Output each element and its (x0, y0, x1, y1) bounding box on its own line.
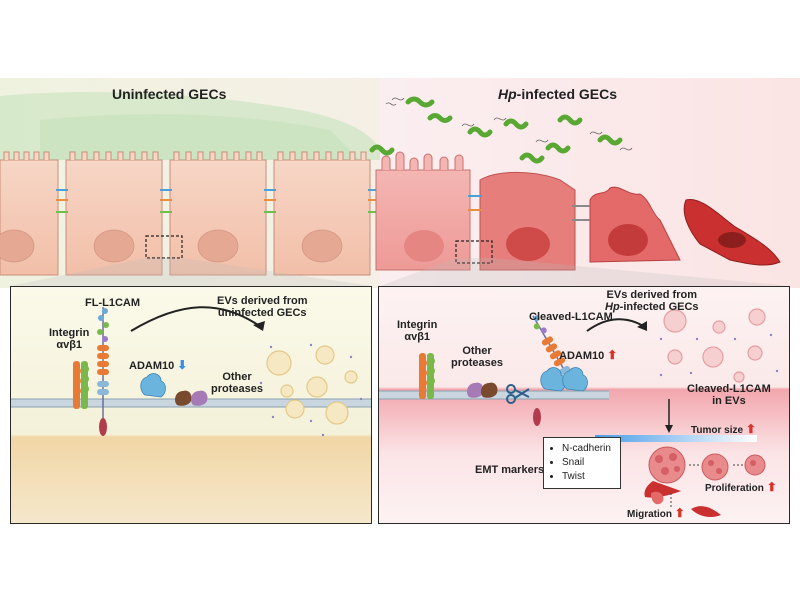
infected-title-hp: Hp (498, 86, 517, 102)
other-proteases-label-right: Other proteases (451, 345, 503, 369)
integrin-label: Integrin αvβ1 (49, 327, 89, 351)
scissors-icon (506, 384, 530, 404)
evs-right-line2: Hp-infected GECs (605, 301, 699, 313)
cleaved-in-evs-label: Cleaved-L1CAM in EVs (687, 383, 771, 407)
adam10-protein (140, 373, 166, 398)
emt-marker-item: Twist (562, 470, 616, 484)
ev-vesicles (266, 345, 358, 425)
evs-right-rest: -infected GECs (619, 301, 699, 313)
adam10-label-right: ADAM10 ⬆ (559, 349, 617, 362)
emt-marker-item: Snail (562, 456, 616, 470)
tumor-size-label: Tumor size ⬆ (691, 423, 756, 437)
infected-epithelium (375, 151, 781, 271)
cleaved-l1cam-protein (532, 315, 571, 379)
other-proteases-line1: Other (222, 371, 252, 383)
up-arrow-icon: ⬆ (607, 348, 618, 362)
integrin-label-line1: Integrin (49, 327, 90, 339)
adam10-text: ADAM10 (129, 360, 175, 372)
other-proteases-proteins-right (467, 382, 498, 398)
cleaved-l1cam-label: Cleaved-L1CAM (529, 311, 613, 323)
uninfected-epithelium (0, 151, 380, 276)
adam10-label: ADAM10 ⬇ (129, 359, 187, 372)
evs-right-hp: Hp (605, 301, 620, 313)
proliferation-label: Proliferation ⬆ (705, 481, 777, 495)
emt-marker-item: N-cadherin (562, 442, 616, 456)
other-proteases-proteins (175, 390, 208, 406)
other-proteases-right-line2: proteases (451, 357, 503, 369)
evs-label-line2: uninfected GECs (217, 307, 307, 319)
infected-title: Hp-infected GECs (498, 86, 617, 102)
other-proteases-line2: proteases (211, 383, 263, 395)
evs-label-line1: EVs derived from (217, 295, 308, 307)
evs-label-right: EVs derived from Hp-infected GECs (605, 289, 699, 313)
other-proteases-right-line1: Other (462, 345, 492, 357)
adam10-protein-right (540, 367, 588, 392)
down-arrow-icon: ⬇ (177, 358, 188, 372)
proliferation-text: Proliferation (705, 483, 764, 494)
up-arrow-icon: ⬆ (674, 506, 685, 520)
bacteria-cluster (369, 96, 633, 164)
right-detail-panel: Cleaved-L1CAM Integrin αvβ1 Other protea… (378, 286, 790, 524)
up-arrow-icon: ⬆ (766, 480, 777, 494)
migration-text: Migration (627, 509, 672, 520)
cleaved-in-evs-line2: in EVs (712, 395, 746, 407)
tumor-spheres (648, 446, 766, 484)
evs-label: EVs derived from uninfected GECs (217, 295, 307, 319)
integrin-protein (73, 361, 89, 409)
other-proteases-label: Other proteases (211, 371, 263, 395)
left-detail-panel: FL-L1CAM Integrin αvβ1 ADAM10 ⬇ Other pr… (10, 286, 372, 524)
tumor-size-text: Tumor size (691, 425, 744, 436)
integrin-right-line2: αvβ1 (404, 331, 431, 343)
left-panel-art (11, 287, 371, 523)
infected-title-rest: -infected GECs (516, 86, 618, 102)
integrin-right-line1: Integrin (397, 319, 438, 331)
up-arrow-icon: ⬆ (745, 422, 756, 436)
migration-label: Migration ⬆ (627, 507, 685, 521)
integrin-protein-right (419, 353, 435, 399)
ev-vesicles-right (663, 308, 766, 383)
emt-markers-text: EMT markers (475, 464, 545, 476)
fl-l1cam-protein (97, 307, 109, 436)
integrin-label-line2: αvβ1 (56, 339, 83, 351)
emt-marker-list: N-cadherin Snail Twist (543, 437, 621, 489)
cleaved-in-evs-line1: Cleaved-L1CAM (687, 383, 771, 395)
evs-right-line1: EVs derived from (606, 289, 697, 301)
fl-l1cam-label: FL-L1CAM (85, 297, 140, 309)
adam10-right-text: ADAM10 (559, 350, 605, 362)
uninfected-title: Uninfected GECs (112, 86, 227, 102)
integrin-label-right: Integrin αvβ1 (397, 319, 437, 343)
